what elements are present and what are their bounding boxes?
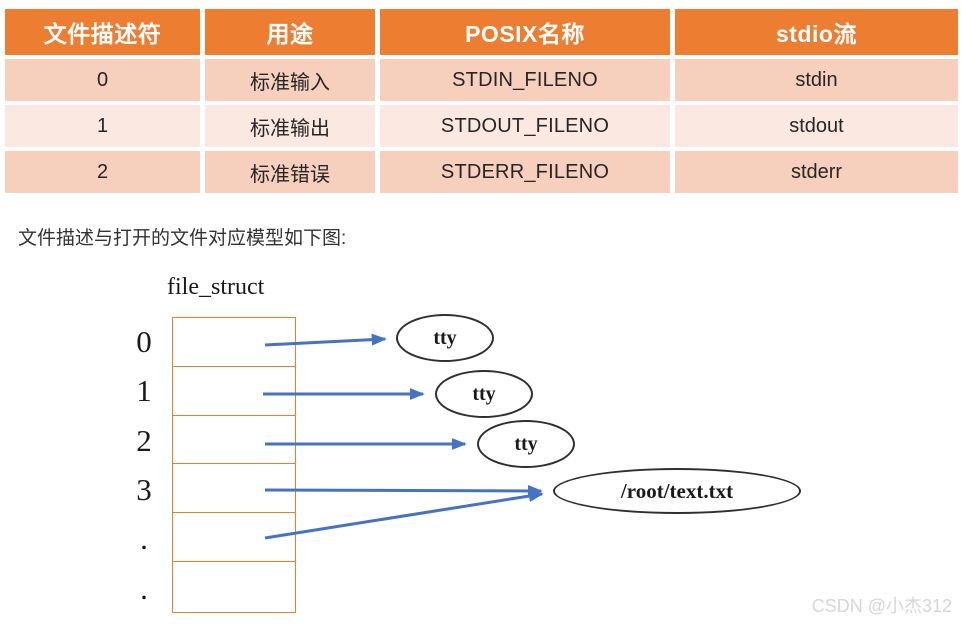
fd-table-cell: 0 <box>5 59 200 101</box>
file-struct-label: file_struct <box>167 274 265 300</box>
fd-table-header-stdio: stdio流 <box>675 9 958 55</box>
fd-table-header-posix: POSIX名称 <box>380 9 670 55</box>
fd-table: 文件描述符 用途 POSIX名称 stdio流 0 标准输入 STDIN_FIL… <box>5 9 958 193</box>
fd-array-slot <box>173 513 295 562</box>
fd-table-cell: stdout <box>675 105 958 147</box>
fd-index-label: . <box>140 521 148 557</box>
fd-table-cell: 标准输出 <box>205 105 375 147</box>
csdn-watermark: CSDN @小杰312 <box>811 596 952 616</box>
fd-array-slot <box>173 367 295 416</box>
fd-table-cell: 2 <box>5 151 200 193</box>
fd-index-label: 1 <box>136 373 152 409</box>
fd-array-slot <box>173 562 295 611</box>
fd-array-slot <box>173 464 295 514</box>
fd-table-cell: 标准错误 <box>205 151 375 193</box>
fd-index-label: . <box>140 570 148 606</box>
node-tty-2: tty <box>477 420 575 468</box>
fd-table-cell: 1 <box>5 105 200 147</box>
node-tty-0: tty <box>396 314 494 362</box>
fd-table-cell: stdin <box>675 59 958 101</box>
fd-array-slot <box>173 318 295 367</box>
fd-table-cell: STDERR_FILENO <box>380 151 670 193</box>
fd-table-cell: STDOUT_FILENO <box>380 105 670 147</box>
fd-table-header-purpose: 用途 <box>205 9 375 55</box>
fd-index-label: 2 <box>136 422 152 458</box>
fd-table-cell: STDIN_FILENO <box>380 59 670 101</box>
fd-table-header-descriptor: 文件描述符 <box>5 9 200 55</box>
fd-index-label: 3 <box>136 471 152 507</box>
node-tty-1: tty <box>435 370 533 418</box>
arrow-fd4-file <box>264 490 544 540</box>
fd-table-cell: 标准输入 <box>205 59 375 101</box>
fd-array-box <box>172 317 296 613</box>
node-root-text-file: /root/text.txt <box>553 468 801 514</box>
fd-index-label: 0 <box>136 324 152 359</box>
fd-table-cell: stderr <box>675 151 958 193</box>
fd-index-labels: 0 1 2 3 . . <box>124 317 164 613</box>
caption-text: 文件描述与打开的文件对应模型如下图: <box>18 228 347 249</box>
arrow-fd3-file <box>264 484 543 497</box>
fd-array-slot <box>173 416 295 465</box>
